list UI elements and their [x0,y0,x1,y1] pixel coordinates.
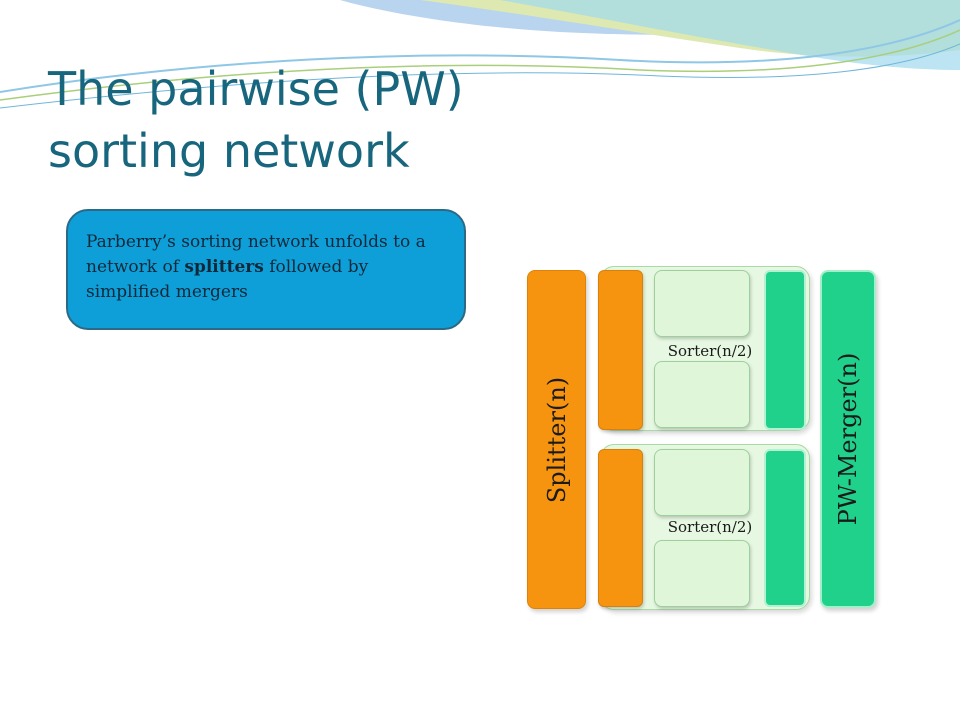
callout-text-after: followed by simplified mergers [86,257,369,302]
pw-network-diagram: Splitter(n) Sorter(n/2) Sorter(n/2) PW-M… [520,262,890,618]
splitter-block: Splitter(n) [527,270,586,609]
callout-box: Parberry’s sorting network unfolds to a … [66,209,466,330]
wave-line-1 [0,19,960,93]
sub-sorter-bottom-2 [654,540,750,607]
sub-splitter-top [598,270,643,430]
sorter-label-top: Sorter(n/2) [667,342,753,360]
callout-text-before: Parberry’s sorting network unfolds to a … [86,232,426,277]
slide-title: The pairwise (PW) sorting network [48,58,648,182]
sub-sorter-top-2 [654,361,750,428]
sub-splitter-bottom [598,449,643,607]
header-wave-decoration [0,0,960,109]
pw-merger-block: PW-Merger(n) [820,270,876,608]
sub-merger-top [764,270,806,430]
sorter-label-bottom: Sorter(n/2) [667,518,753,536]
callout-bold-text: splitters [184,257,264,277]
title-line-2: sorting network [48,124,410,178]
splitter-label: Splitter(n) [542,376,571,503]
sub-sorter-top-1 [654,270,750,337]
wave-line-3 [0,43,960,109]
sub-sorter-bottom-1 [654,449,750,516]
wave-line-2 [0,29,960,101]
title-line-1: The pairwise (PW) [48,62,464,116]
pw-merger-label: PW-Merger(n) [834,352,862,526]
sub-merger-bottom [764,449,806,607]
